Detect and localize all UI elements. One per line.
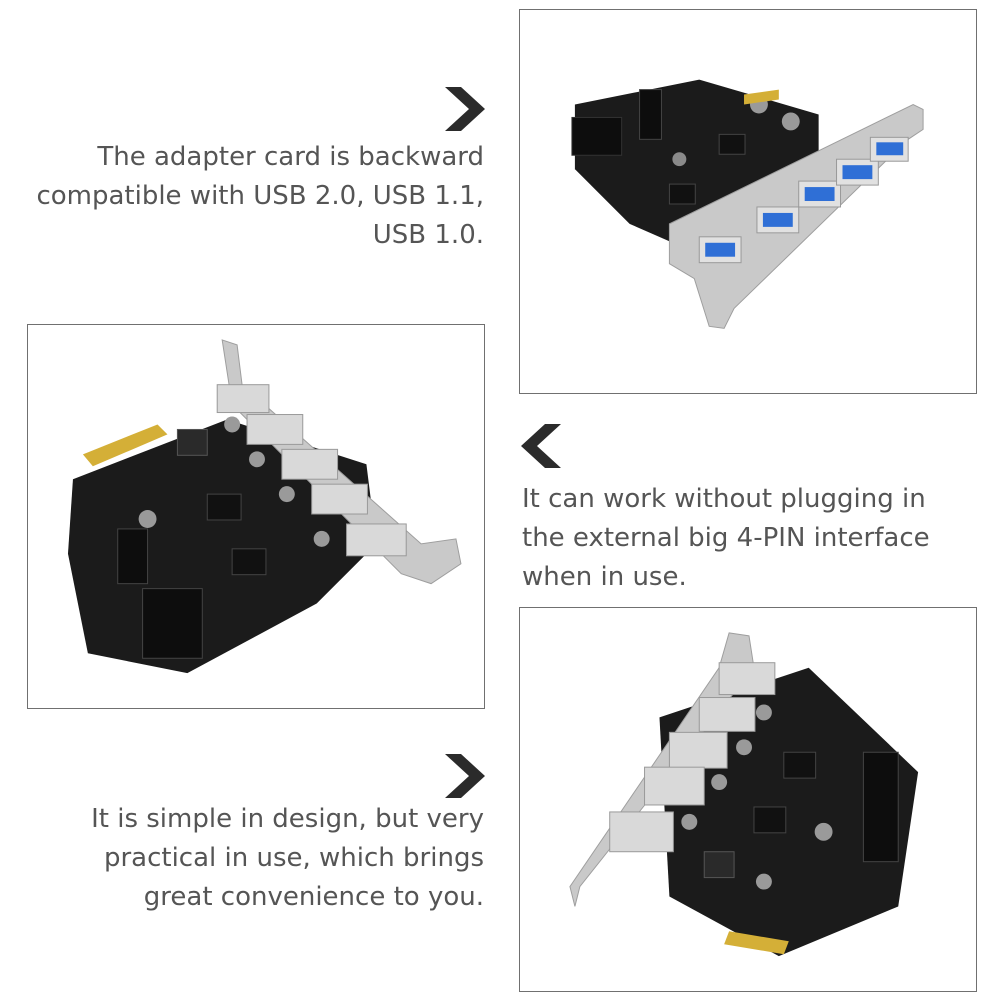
product-photo-middle	[27, 324, 485, 709]
chevron-left-icon	[521, 424, 561, 468]
chevron-right-icon	[445, 754, 485, 798]
caption-no-4pin-required: It can work without plugging in the exte…	[522, 484, 930, 592]
pcie-card-image-bottom	[569, 632, 919, 957]
product-photo-top	[519, 9, 977, 394]
caption-backward-compatibility: The adapter card is backward compatible …	[36, 142, 484, 250]
pcie-card-image-middle	[67, 339, 462, 674]
chevron-right-icon	[445, 87, 485, 131]
caption-simple-design: It is simple in design, but very practic…	[91, 804, 484, 912]
pcie-card-image-top	[571, 79, 924, 329]
product-photo-bottom	[519, 607, 977, 992]
